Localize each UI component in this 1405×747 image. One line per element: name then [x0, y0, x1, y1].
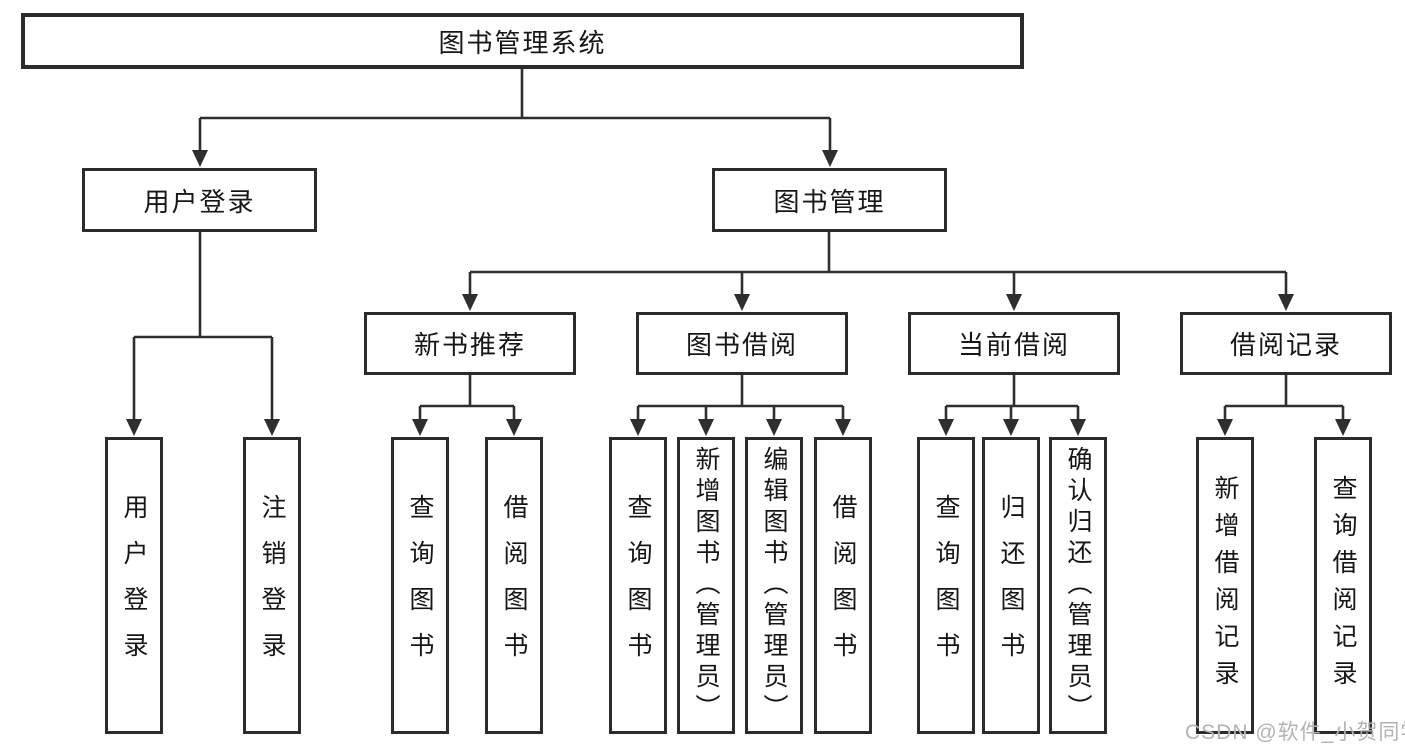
arrowhead	[1217, 419, 1233, 436]
branch-current-borrow	[944, 375, 1080, 423]
node-book-management: 图书管理	[712, 168, 947, 232]
leaf-return-books: 归还图书	[982, 437, 1040, 734]
node-current-borrow: 当前借阅	[908, 312, 1120, 375]
leaf-query-borrow-record: 查询借阅记录	[1314, 437, 1372, 734]
leaf-borrow-books: 借阅图书	[814, 437, 872, 734]
leaf-add-borrow-record: 新增借阅记录	[1196, 437, 1254, 734]
arrowhead	[938, 419, 954, 436]
arrowhead	[1335, 419, 1351, 436]
arrowhead	[766, 419, 782, 436]
leaf-confirm-return-admin: 确认归还（管理员）	[1049, 437, 1107, 734]
arrowhead	[1003, 419, 1019, 436]
leaf-borrow-books-recommend: 借阅图书	[485, 437, 543, 734]
node-book-borrow: 图书借阅	[636, 312, 848, 375]
arrowhead	[734, 294, 750, 311]
branch-borrow-records	[1223, 375, 1345, 423]
arrowhead	[462, 294, 478, 311]
leaf-query-books-current: 查询图书	[917, 437, 975, 734]
arrowhead	[630, 419, 646, 436]
trunk-book-management	[468, 232, 1288, 297]
arrowhead	[698, 419, 714, 436]
arrowhead	[264, 419, 280, 436]
leaf-logout: 注销登录	[243, 437, 301, 734]
leaf-add-books-admin: 新增图书（管理员）	[677, 437, 735, 734]
trunk-root	[198, 69, 832, 153]
leaf-query-books-borrow: 查询图书	[609, 437, 667, 734]
node-library-management-system: 图书管理系统	[21, 13, 1024, 69]
branch-book-borrow	[636, 375, 845, 423]
arrowhead	[835, 419, 851, 436]
arrowhead	[1070, 419, 1086, 436]
branch-new-books	[418, 375, 516, 423]
node-borrow-records: 借阅记录	[1180, 312, 1392, 375]
arrowheads	[126, 150, 1351, 436]
arrowhead	[1006, 294, 1022, 311]
arrowhead	[192, 150, 208, 167]
branch-user-login	[132, 232, 274, 423]
leaf-query-books-recommend: 查询图书	[391, 437, 449, 734]
leaf-edit-books-admin: 编辑图书（管理员）	[745, 437, 803, 734]
csdn-watermark: CSDN @软件_小贺同学	[1185, 721, 1405, 744]
arrowhead	[1278, 294, 1294, 311]
node-new-book-recommend: 新书推荐	[364, 312, 576, 375]
node-user-login: 用户登录	[82, 168, 317, 232]
arrowhead	[126, 419, 142, 436]
leaf-user-login: 用户登录	[105, 437, 163, 734]
arrowhead	[412, 419, 428, 436]
arrowhead	[506, 419, 522, 436]
arrowhead	[822, 150, 838, 167]
